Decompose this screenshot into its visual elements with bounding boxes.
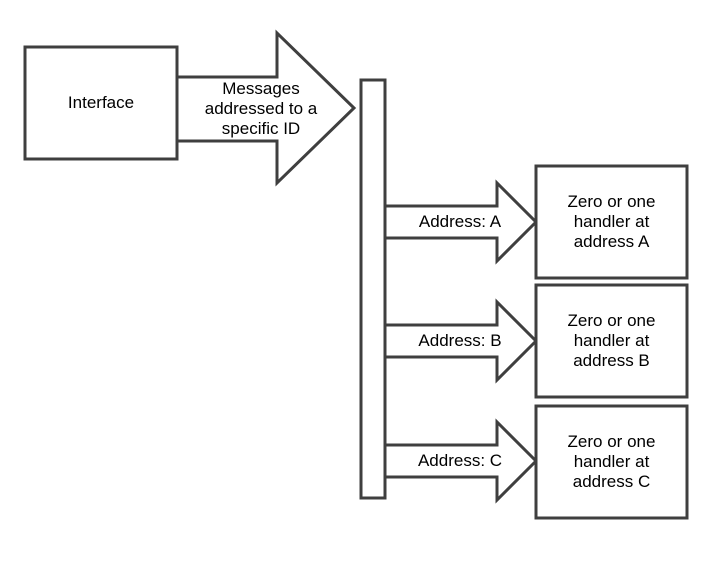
main-arrow-label-text: Messages addressed to a specific ID bbox=[204, 79, 318, 138]
handler-box-a-shape bbox=[534, 164, 689, 280]
branch-arrow-a-label-text: Address: A bbox=[418, 212, 502, 231]
handler-box-c-shape bbox=[534, 404, 689, 520]
handler-box-c-label: Zero or one handler at address C bbox=[536, 406, 687, 518]
interface-box-label-text: Interface bbox=[67, 93, 135, 112]
main-arrow-shape bbox=[177, 29, 357, 187]
interface-box-shape bbox=[23, 45, 179, 161]
handler-box-a-label: Zero or one handler at address A bbox=[536, 166, 687, 278]
handler-box-b-shape bbox=[534, 283, 689, 399]
handler-box-b-label-text: Zero or one handler at address B bbox=[567, 311, 656, 370]
handler-box-b-label: Zero or one handler at address B bbox=[536, 285, 687, 397]
branch-arrow-c-label: Address: C bbox=[400, 445, 520, 477]
branch-arrow-b-label-text: Address: B bbox=[418, 331, 502, 350]
bus-bar-shape bbox=[359, 78, 387, 500]
handler-box-c-label-text: Zero or one handler at address C bbox=[567, 432, 656, 491]
branch-arrow-a-label: Address: A bbox=[400, 206, 520, 238]
branch-arrow-c-label-text: Address: C bbox=[417, 451, 503, 470]
interface-box-label: Interface bbox=[25, 47, 177, 159]
handler-box-a-label-text: Zero or one handler at address A bbox=[567, 192, 656, 251]
branch-arrow-b-label: Address: B bbox=[400, 325, 520, 357]
main-arrow-label: Messages addressed to a specific ID bbox=[201, 77, 321, 141]
